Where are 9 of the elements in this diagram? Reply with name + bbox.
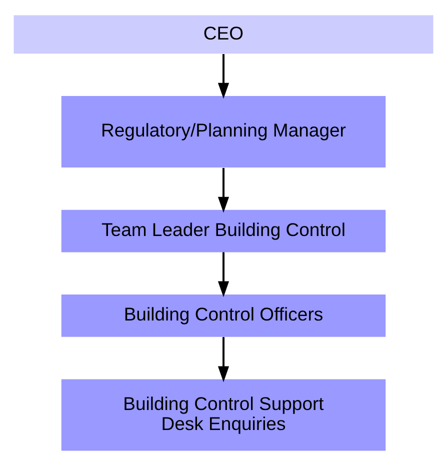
- arrow: [218, 337, 230, 382]
- node-box: Team Leader Building Control: [61, 210, 386, 252]
- arrow: [218, 252, 230, 298]
- node-box: Regulatory/Planning Manager: [61, 96, 386, 168]
- node-box: Building Control Support Desk Enquiries: [61, 379, 386, 451]
- arrow: [218, 168, 230, 213]
- node-box: CEO: [14, 15, 434, 54]
- arrow: [218, 54, 230, 99]
- node-box: Building Control Officers: [61, 294, 386, 337]
